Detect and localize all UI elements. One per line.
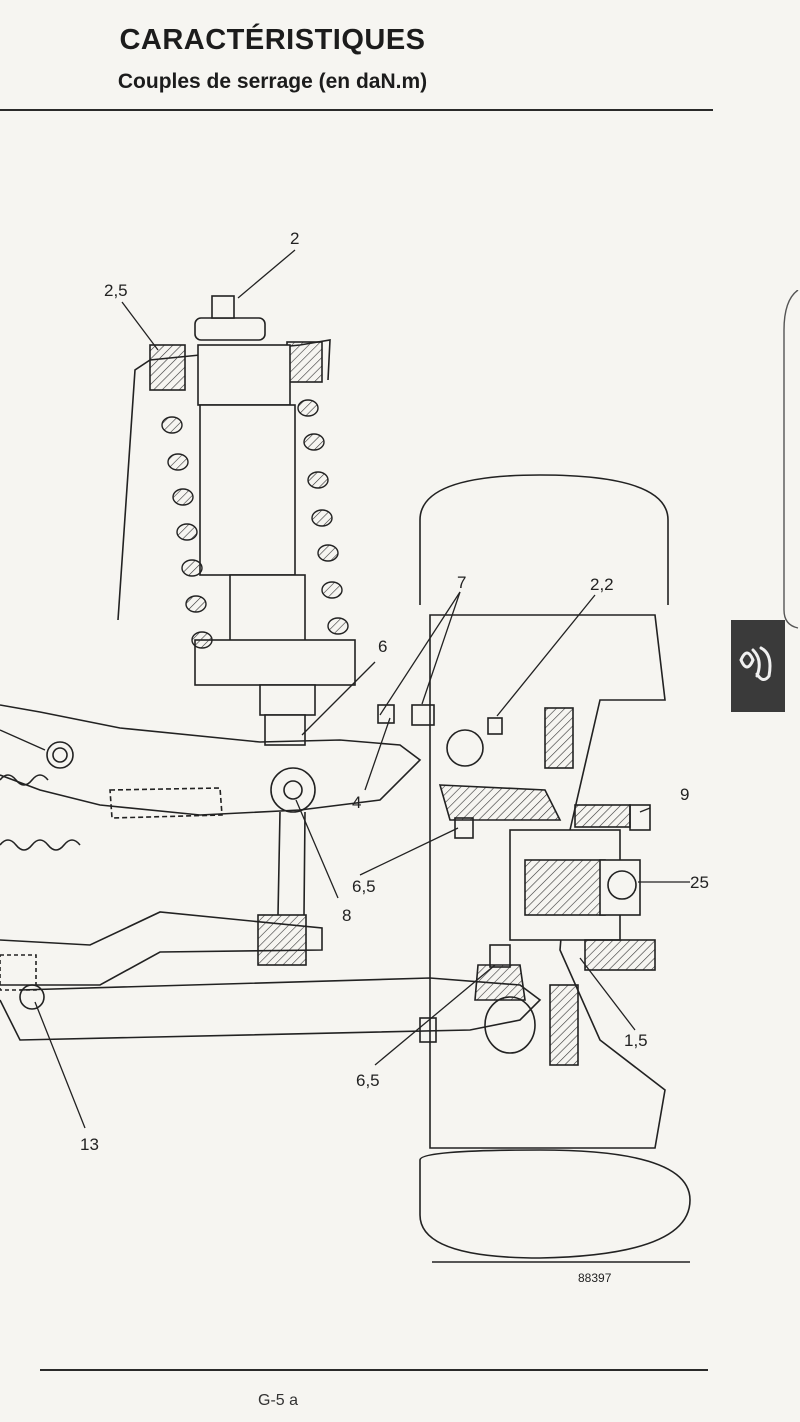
callout-8: 8 bbox=[342, 906, 351, 925]
figure-reference: 88397 bbox=[578, 1271, 612, 1285]
brake-disc-upper bbox=[544, 707, 574, 769]
lower-ball-joint bbox=[474, 964, 526, 1001]
callout-2: 2 bbox=[290, 229, 299, 248]
tyre-lower bbox=[419, 1149, 691, 1259]
link-joint bbox=[270, 767, 316, 813]
callout-6-5-upper: 6,5 bbox=[352, 877, 376, 896]
header-rule bbox=[0, 109, 713, 111]
section-tab-icon bbox=[739, 646, 772, 681]
top-mount bbox=[194, 317, 266, 341]
callout-9: 9 bbox=[680, 785, 689, 804]
page-subtitle: Couples de serrage (en daN.m) bbox=[117, 70, 428, 93]
lower-arm bbox=[0, 977, 542, 1041]
tyre-upper bbox=[419, 474, 669, 605]
callout-25: 25 bbox=[690, 873, 709, 892]
page-title: CARACTÉRISTIQUES bbox=[119, 24, 426, 56]
page-edge-curve bbox=[783, 290, 799, 629]
footer-rule bbox=[40, 1369, 708, 1371]
shock-absorber bbox=[197, 344, 291, 406]
anti-roll-bar bbox=[0, 911, 323, 986]
callout-2-2: 2,2 bbox=[590, 575, 614, 594]
section-tab bbox=[731, 620, 785, 712]
callout-13: 13 bbox=[80, 1135, 99, 1154]
page-number: G-5 a bbox=[258, 1392, 299, 1409]
callout-6-5-lower: 6,5 bbox=[356, 1071, 380, 1090]
spring-coils bbox=[161, 399, 349, 649]
brake-disc-lower bbox=[549, 984, 579, 1066]
upper-arm bbox=[0, 704, 422, 816]
rim bbox=[429, 614, 666, 1149]
callout-4: 4 bbox=[352, 793, 361, 812]
pivot-nut bbox=[46, 741, 74, 769]
callout-6: 6 bbox=[378, 637, 387, 656]
upper-ball-joint bbox=[438, 784, 562, 821]
lower-pivot bbox=[19, 984, 45, 1010]
steering-gaiter bbox=[0, 774, 81, 851]
callout-1-5: 1,5 bbox=[624, 1031, 648, 1050]
callout-7: 7 bbox=[457, 573, 466, 592]
callout-2-5: 2,5 bbox=[104, 281, 128, 300]
